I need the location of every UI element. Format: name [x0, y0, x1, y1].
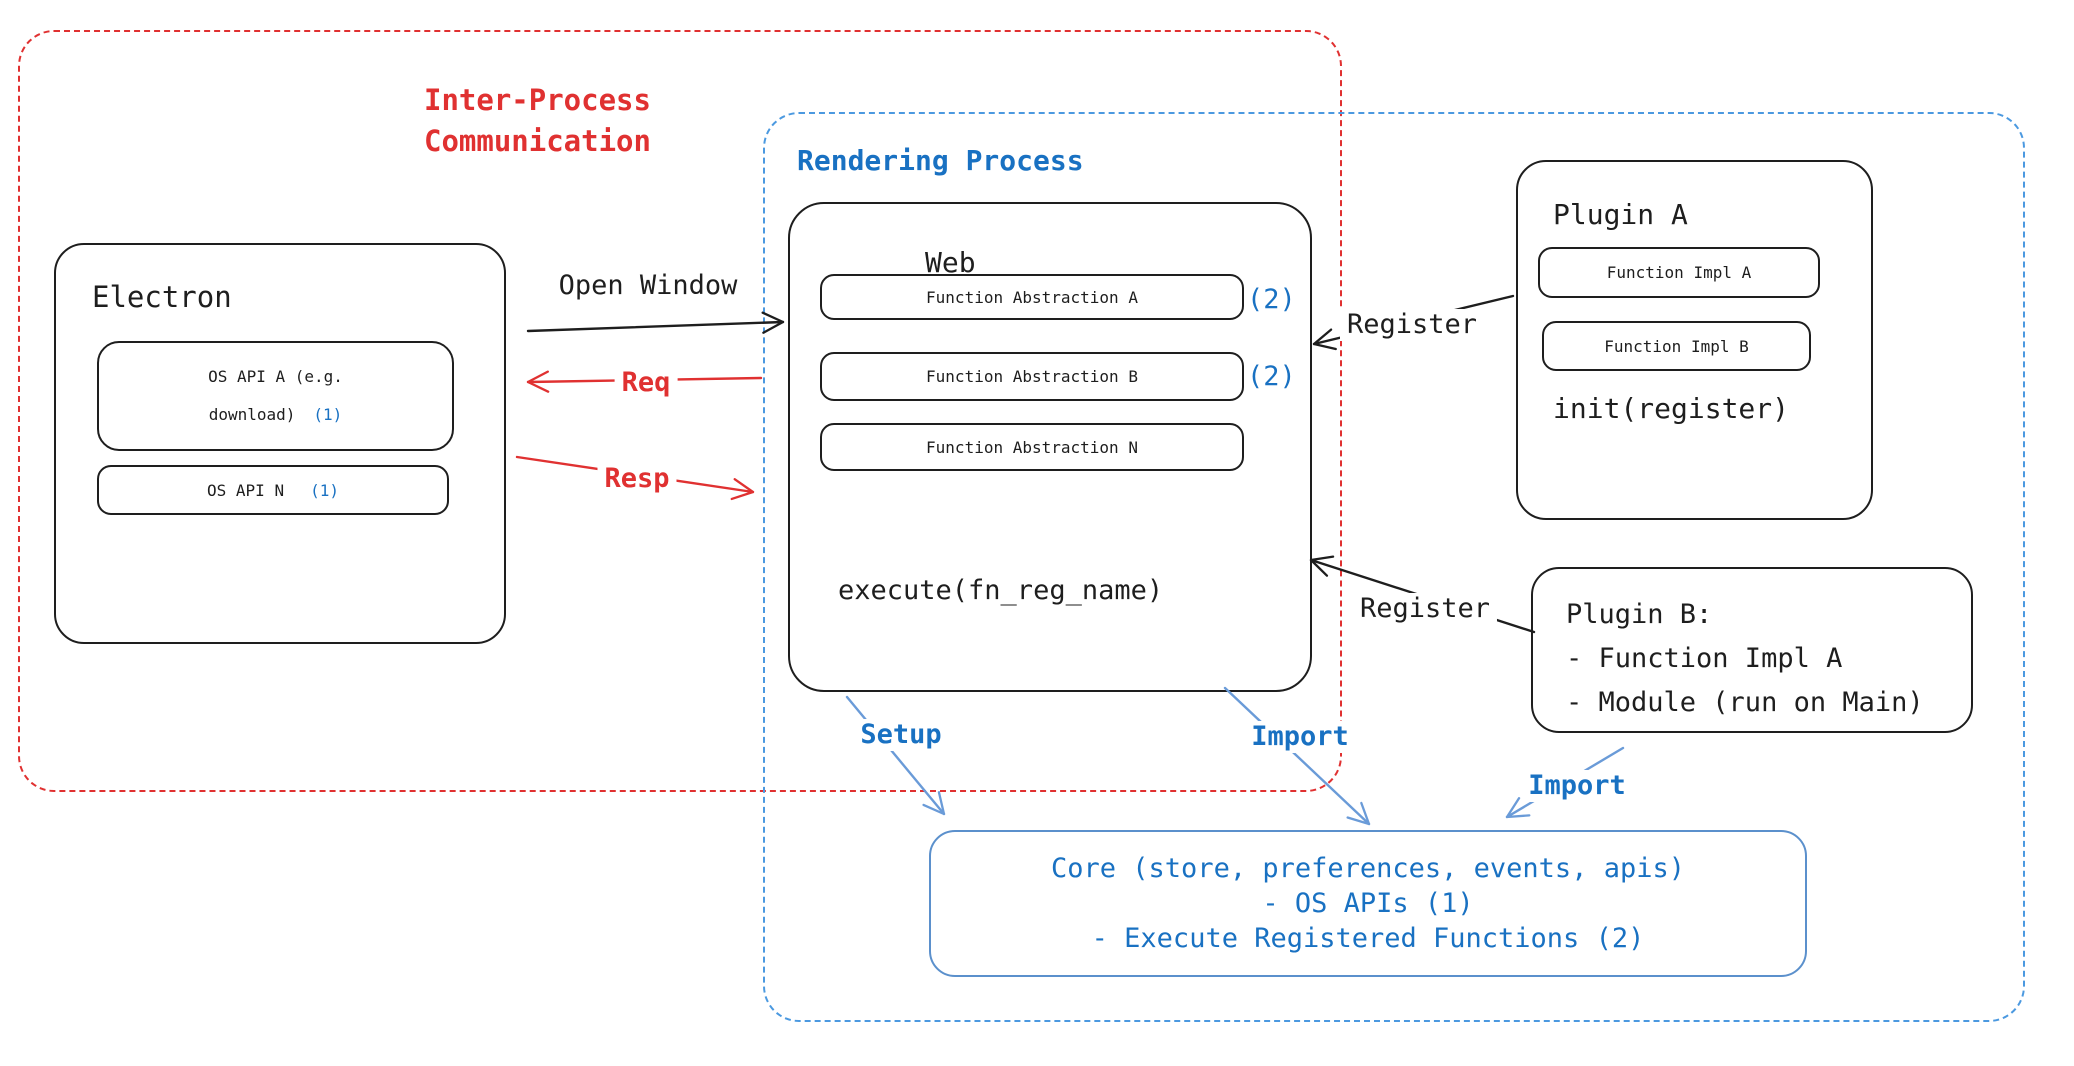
core-line2: - OS APIs (1)	[1262, 888, 1474, 919]
register-top-label: Register	[1339, 309, 1485, 341]
plugin-b-line3: - Module (run on Main)	[1566, 687, 1924, 718]
os-api-a-line1: OS API A (e.g.	[208, 367, 343, 386]
fn-abstraction-n-label: Function Abstraction N	[926, 437, 1138, 457]
os-api-a-line2: download)	[208, 405, 296, 424]
plugin-a-title: Plugin A	[1553, 198, 1688, 231]
plugin-b-line2: - Function Impl A	[1566, 643, 1843, 674]
fn-abstraction-n-box: Function Abstraction N	[820, 423, 1244, 471]
ipc-region-title: Inter-Process Communication	[424, 80, 651, 162]
open-window-label: Open Window	[551, 270, 745, 302]
os-api-n-badge: (1)	[310, 480, 339, 500]
electron-title: Electron	[92, 280, 232, 314]
rendering-region-border	[763, 112, 2025, 1022]
plugin-b-text: Plugin B: - Function Impl A - Module (ru…	[1566, 593, 1924, 725]
fn-abstraction-b-label: Function Abstraction B	[926, 367, 1138, 386]
os-api-a-badge: (1)	[313, 405, 343, 424]
plugin-b-line1: Plugin B:	[1566, 599, 1713, 630]
resp-label: Resp	[597, 463, 677, 495]
execute-label: execute(fn_reg_name)	[838, 575, 1164, 606]
fn-abstraction-a-label: Function Abstraction A	[926, 287, 1138, 307]
function-impl-b-box: Function Impl B	[1542, 321, 1811, 371]
function-impl-a-label: Function Impl A	[1606, 263, 1752, 282]
core-line3: - Execute Registered Functions (2)	[1091, 923, 1645, 954]
req-label: Req	[614, 367, 678, 399]
setup-label: Setup	[853, 719, 949, 751]
plugin-b-box	[1531, 567, 1973, 733]
init-register-label: init(register)	[1553, 392, 1790, 425]
import-web-label: Import	[1244, 721, 1356, 753]
ipc-title-line1: Inter-Process	[424, 83, 651, 117]
ipc-title-line2: Communication	[424, 124, 651, 158]
rendering-region-title: Rendering Process	[797, 144, 1084, 177]
os-api-n-box: OS API N (1)	[97, 465, 449, 515]
ipc-region-border	[18, 30, 1342, 792]
fn-abstraction-a-box: Function Abstraction A	[820, 274, 1244, 320]
fn-abstraction-a-badge: (2)	[1247, 284, 1296, 315]
os-api-a-box: OS API A (e.g. download) (1)	[97, 341, 454, 451]
fn-abstraction-b-badge: (2)	[1247, 361, 1296, 392]
fn-abstraction-b-box: Function Abstraction B	[820, 352, 1244, 401]
core-line1: Core (store, preferences, events, apis)	[1051, 853, 1685, 884]
web-title: Web	[925, 246, 976, 279]
function-impl-a-box: Function Impl A	[1538, 247, 1820, 298]
import-plugin-label: Import	[1521, 770, 1633, 802]
function-impl-b-label: Function Impl B	[1604, 336, 1749, 356]
register-bottom-label: Register	[1352, 593, 1498, 625]
core-box: Core (store, preferences, events, apis) …	[929, 830, 1807, 977]
os-api-n-label: OS API N	[207, 480, 285, 500]
